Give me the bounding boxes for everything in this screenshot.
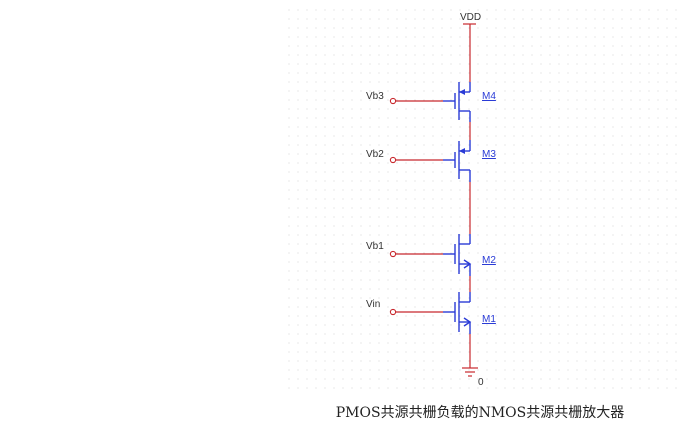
m1-ref: M1 [482,314,496,325]
transistor-m4: Vb3 M4 [366,82,496,122]
grid-background [285,5,680,393]
vb1-pin [389,250,397,258]
vdd-label: VDD [460,12,481,23]
vin-pin [389,308,397,316]
vb1-label: Vb1 [366,241,384,252]
vb2-label: Vb2 [366,149,384,160]
transistor-m1: Vin M1 [366,292,496,334]
ground-symbol: 0 [462,334,484,388]
transistor-m3: Vb2 M3 [366,140,496,182]
m4-ref: M4 [482,91,496,102]
m3-ref: M3 [482,149,496,160]
ground-label: 0 [478,377,484,388]
transistor-m2: Vb1 M2 [366,234,496,276]
vb2-pin [389,156,397,164]
m2-ref: M2 [482,255,496,266]
vin-label: Vin [366,299,380,310]
vb3-label: Vb3 [366,91,384,102]
figure-caption: PMOS共源共栅负载的NMOS共源共栅放大器 [335,405,625,421]
vdd-supply: VDD [460,12,481,82]
vb3-pin [389,97,397,105]
